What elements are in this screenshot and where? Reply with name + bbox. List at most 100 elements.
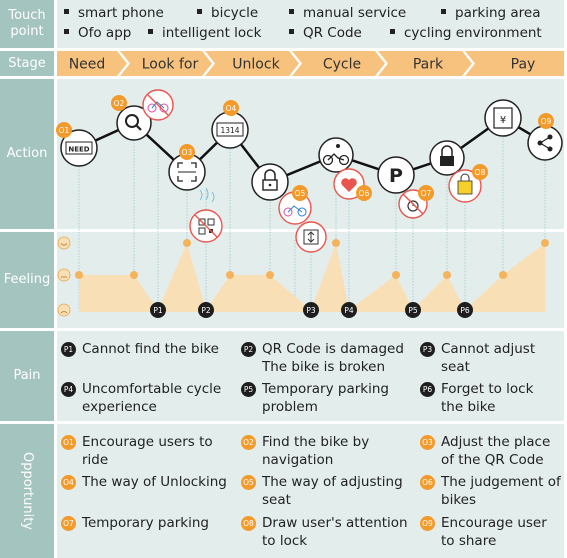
- bag-icon: [448, 169, 482, 203]
- svg-text:O6: O6: [359, 189, 370, 198]
- opportunity-text: Adjust the place of the QR Code: [441, 434, 551, 468]
- opportunity-badge: O9: [538, 113, 554, 129]
- row-header-feeling: Feeling: [0, 232, 54, 328]
- stage-name: Pay: [511, 57, 536, 73]
- code-icon: 1314: [211, 111, 249, 149]
- feeling-label: Feeling: [3, 272, 51, 287]
- row-header-touchpoint: Touch point: [0, 0, 54, 48]
- stage-chevron: [465, 51, 564, 76]
- opportunity-text: Encourage users to ride: [82, 434, 213, 468]
- svg-text:O2: O2: [114, 99, 125, 108]
- opportunity-id: O2: [241, 435, 256, 450]
- opportunity-badge: O1: [56, 122, 72, 138]
- opportunity-text: Temporary parking: [82, 515, 209, 531]
- heart-icon: [333, 168, 365, 200]
- opportunity-badge: O3: [179, 144, 195, 160]
- action-label: Action: [6, 146, 48, 161]
- svg-text:P1: P1: [153, 306, 163, 315]
- cyclist-icon: [318, 137, 354, 173]
- lock-closed-icon: [429, 140, 465, 176]
- pain-badge: P5: [241, 382, 256, 397]
- opportunity-label: Opportunity: [20, 451, 36, 531]
- pain-badge: P3: [420, 342, 435, 357]
- opportunity-badge: O8: [472, 164, 488, 180]
- touchpoint-item: Ofo app: [64, 25, 131, 41]
- stage-chevrons: Need Look for Unlock Cycle Park Pay: [57, 51, 564, 76]
- stage-name: Look for: [142, 57, 199, 73]
- svg-text:P6: P6: [460, 306, 470, 315]
- pain-text: Uncomfortable cycle experience: [82, 381, 222, 415]
- lock-icon: [251, 163, 289, 201]
- opportunity-badge: O5: [292, 185, 308, 201]
- pay-icon: ¥: [484, 99, 522, 137]
- row-header-stage: Stage: [0, 51, 54, 76]
- stage-name: Unlock: [232, 57, 280, 73]
- svg-text:O9: O9: [541, 117, 552, 126]
- touchpoint-item: QR Code: [289, 25, 362, 41]
- opportunity-id: O4: [61, 475, 76, 490]
- svg-text:P2: P2: [201, 306, 211, 315]
- opportunity-text: The way of adjusting seat: [262, 474, 403, 508]
- pain-marker: P6: [457, 302, 473, 318]
- svg-text:O7: O7: [421, 189, 432, 198]
- opportunity-text: Encourage user to share: [441, 515, 547, 549]
- pain-text: Temporary parking problem: [262, 381, 389, 415]
- touchpoint-label: Touch point: [8, 8, 46, 39]
- opportunity-text: The judgement of bikes: [441, 474, 561, 508]
- svg-text:P3: P3: [306, 306, 316, 315]
- stage-chevron: [292, 51, 385, 76]
- neutral-face-icon: [57, 268, 71, 282]
- pain-marker: P4: [341, 302, 357, 318]
- journey-line: [78, 116, 546, 184]
- opportunity-id: O7: [61, 516, 76, 531]
- pain-text: QR Code is damaged The bike is broken: [262, 341, 404, 375]
- pain-marker: P1: [150, 302, 166, 318]
- opportunity-text: Draw user's attention to lock: [262, 515, 408, 549]
- touchpoint-item: cycling environment: [390, 25, 542, 41]
- opportunity-text: Find the bike by navigation: [262, 434, 370, 468]
- stage-name: Need: [69, 57, 106, 73]
- touchpoint-item: manual service: [289, 5, 406, 21]
- svg-text:O4: O4: [226, 104, 237, 113]
- opportunity-badge: O6: [356, 185, 372, 201]
- stage-label: Stage: [8, 55, 46, 71]
- feeling-dots: [75, 239, 549, 279]
- touchpoint-item: bicycle: [197, 5, 258, 21]
- opportunity-id: O6: [420, 475, 435, 490]
- row-header-action: Action: [0, 79, 54, 229]
- svg-text:P5: P5: [408, 306, 418, 315]
- svg-text:1314: 1314: [220, 126, 239, 135]
- parking-icon: P: [377, 156, 415, 194]
- svg-text:O3: O3: [182, 148, 193, 157]
- pain-text: Forget to lock the bike: [441, 381, 534, 415]
- stage-name: Cycle: [323, 57, 361, 73]
- broken-bike-icon: [142, 89, 174, 121]
- opportunity-band: [57, 424, 564, 558]
- svg-text:P: P: [389, 165, 403, 187]
- pain-band: [57, 331, 564, 421]
- pain-text: Cannot adjust seat: [441, 341, 536, 375]
- row-header-pain: Pain: [0, 331, 54, 421]
- sad-face-icon: [57, 303, 71, 317]
- opportunity-badge: O4: [223, 100, 239, 116]
- pain-badge: P1: [61, 342, 76, 357]
- stage-chevron: [205, 51, 299, 76]
- svg-text:O8: O8: [475, 168, 486, 177]
- touchpoint-item: intelligent lock: [148, 25, 261, 41]
- opportunity-text: The way of Unlocking: [82, 474, 227, 490]
- journey-diagram: P1 P2 P3 P4 P5 P6 NEED 1314: [56, 89, 563, 318]
- qr-code-icon: [189, 209, 223, 243]
- need-icon: NEED: [60, 129, 98, 167]
- stage-chevron: [57, 51, 127, 76]
- opportunity-badge: O2: [111, 95, 127, 111]
- stage-chevron: [120, 51, 212, 76]
- opportunity-id: O1: [61, 435, 76, 450]
- pain-text: Cannot find the bike: [82, 341, 219, 357]
- share-icon: [527, 125, 563, 161]
- svg-text:P4: P4: [344, 306, 354, 315]
- opportunity-id: O5: [241, 475, 256, 490]
- scan-icon: [168, 153, 206, 191]
- seat-adjust-icon: [295, 221, 327, 253]
- pain-badge: P2: [241, 342, 256, 357]
- opportunity-badge: O7: [418, 185, 434, 201]
